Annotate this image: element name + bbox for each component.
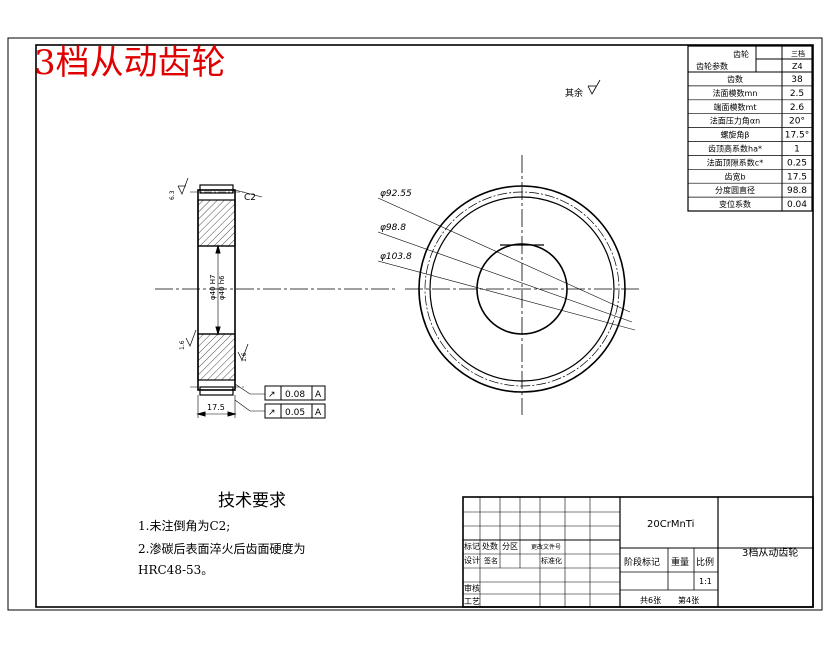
drawing-title: 3档从动齿轮 <box>34 43 226 83</box>
sheet-no-label: 第4张 <box>678 595 699 605</box>
mark-label: 标记 <box>464 541 480 551</box>
table-row-value: 1 <box>794 145 800 155</box>
table-row-value: 17.5 <box>787 172 807 182</box>
weight-label: 重量 <box>671 556 689 568</box>
table-row-label: 法面模数mn <box>713 88 758 98</box>
table-header-gear: 齿轮 <box>733 49 749 59</box>
table-header-params: 齿轮参数 <box>696 61 728 71</box>
zone-label: 分区 <box>502 542 518 551</box>
table-row-value: 0.04 <box>787 200 807 210</box>
runout-icon: ↗ <box>268 390 276 400</box>
table-row-value: 38 <box>791 75 803 85</box>
tolerance-1-value: 0.08 <box>285 390 305 400</box>
standard-label: 标准化 <box>541 556 562 565</box>
table-row-value: 17.5° <box>785 131 810 141</box>
design-label: 设计 <box>464 555 480 565</box>
dim-98-label: φ98.8 <box>380 223 406 233</box>
scale-value: 1:1 <box>699 577 712 586</box>
tolerance-1-datum: A <box>315 390 322 400</box>
tolerance-frame-2: ↗ 0.05 A <box>264 403 326 419</box>
table-row-value: 0.25 <box>787 158 807 168</box>
review-label: 审核 <box>464 583 480 593</box>
inner-frame <box>35 44 814 608</box>
stage-label: 阶段标记 <box>624 556 660 568</box>
table-row-label: 端面模数mt <box>714 102 757 112</box>
bore-dim-label-2: φ40 h6 <box>218 275 226 300</box>
count-label: 处数 <box>482 541 498 551</box>
bore-circle <box>476 243 568 335</box>
table-row-value: 2.6 <box>790 103 805 113</box>
table-row-value: 2.5 <box>790 89 804 99</box>
table-row-label: 法面顶隙系数c* <box>707 157 763 167</box>
designer-sign: 签名 <box>484 556 498 565</box>
section-hatch-top <box>197 199 236 247</box>
width-dim-label: 17.5 <box>207 403 225 412</box>
table-row-label: 变位系数 <box>719 199 751 209</box>
table-header-gear-code: Z4 <box>792 62 803 71</box>
table-row-value: 20° <box>789 117 805 127</box>
pitch-circle <box>424 191 620 387</box>
table-row-label: 齿数 <box>727 74 743 84</box>
front-view <box>377 155 640 415</box>
roughness-top-label: 6.3 <box>169 190 176 200</box>
other-roughness-label: 其余 <box>565 87 583 99</box>
table-row-label: 螺旋角β <box>720 130 749 140</box>
tech-requirement-1: 1.未注倒角为C2; <box>138 518 230 533</box>
section-hatch-bottom <box>197 333 236 381</box>
table-row-value: 98.8 <box>787 186 807 196</box>
root-circle <box>429 196 615 382</box>
tolerance-frame-1: ↗ 0.08 A <box>264 385 326 401</box>
file-label: 更改文件号 <box>531 543 561 551</box>
dim-103-label: φ103.8 <box>380 252 412 262</box>
roughness-symbol-icon <box>587 79 601 95</box>
tip-circle <box>418 185 626 393</box>
table-row-label: 齿宽b <box>724 171 745 181</box>
tolerance-2-datum: A <box>315 408 322 418</box>
chamfer-label: C2 <box>244 193 256 203</box>
tolerance-2-value: 0.05 <box>285 408 305 418</box>
title-block <box>462 496 814 608</box>
roughness-mid-label: 1.6 <box>179 340 186 350</box>
gear-parameter-table: 齿轮 齿轮参数 三档 Z4 齿数 38 法面模数mn 2.5 端面模数mt 2.6 法面压力… <box>687 45 813 212</box>
table-row-label: 法面压力角αn <box>710 116 760 126</box>
outer-frame <box>7 37 823 611</box>
scale-label: 比例 <box>696 556 714 568</box>
sheet-total-label: 共6张 <box>640 596 661 605</box>
process-label: 工艺 <box>464 597 480 606</box>
section-view <box>155 177 395 418</box>
dim-92-label: φ92.55 <box>380 189 412 199</box>
table-row-label: 分度圆直径 <box>715 185 755 195</box>
tech-requirement-2: 2.渗碳后表面淬火后齿面硬度为 <box>138 541 305 556</box>
table-header-gear-no: 三档 <box>791 49 805 58</box>
material-label: 20CrMnTi <box>647 519 694 530</box>
tech-requirement-3: HRC48-53。 <box>138 563 213 577</box>
runout-icon: ↗ <box>268 408 276 418</box>
tech-requirements-heading: 技术要求 <box>218 491 286 511</box>
part-name-label: 3档从动齿轮 <box>742 546 798 559</box>
bore-dim-label: φ40 H7 <box>209 275 217 300</box>
roughness-right-label: 1.6 <box>241 352 248 362</box>
table-row-label: 齿顶高系数ha* <box>708 144 762 154</box>
